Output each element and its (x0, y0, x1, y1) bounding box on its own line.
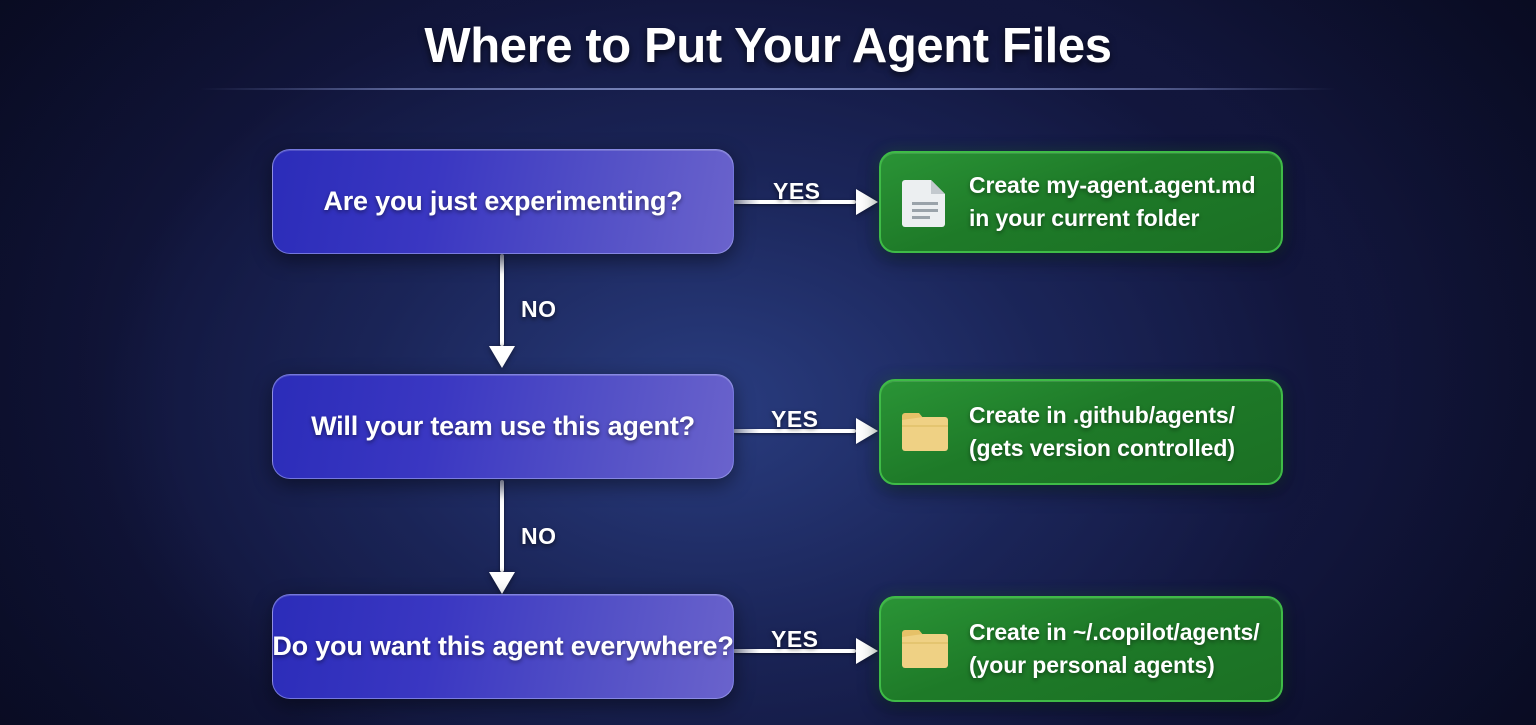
edge-label-yes-2: YES (771, 406, 819, 432)
edge-label-no-2: NO (521, 523, 557, 549)
folder-icon (899, 406, 951, 458)
outcome-text-github-agents: Create in .github/agents/ (gets version … (969, 399, 1235, 466)
arrow-shaft (500, 480, 504, 572)
arrow-shaft (733, 200, 856, 204)
outcome-node-github-agents[interactable]: Create in .github/agents/ (gets version … (879, 379, 1283, 485)
arrow-yes-2 (733, 418, 878, 444)
decision-node-team[interactable]: Will your team use this agent? (272, 374, 734, 479)
decision-label-experimenting: Are you just experimenting? (323, 186, 683, 216)
arrow-shaft (500, 254, 504, 346)
edge-label-no-1: NO (521, 296, 557, 322)
decision-label-everywhere: Do you want this agent everywhere? (272, 631, 734, 661)
arrow-head (489, 346, 515, 368)
outcome-text-copilot-agents: Create in ~/.copilot/agents/ (your perso… (969, 616, 1260, 683)
arrow-no-1 (489, 254, 515, 368)
arrow-yes-1 (733, 189, 878, 215)
outcome-line2: (your personal agents) (969, 652, 1215, 678)
decision-label-team: Will your team use this agent? (311, 411, 695, 441)
edge-label-yes-1: YES (773, 178, 821, 204)
arrow-head (489, 572, 515, 594)
outcome-line2: (gets version controlled) (969, 435, 1235, 461)
arrow-shaft (733, 649, 856, 653)
outcome-line2: in your current folder (969, 205, 1200, 231)
outcome-line1: Create in .github/agents/ (969, 401, 1235, 428)
title-divider (200, 88, 1336, 90)
outcome-line1: Create my-agent.agent.md (969, 171, 1256, 198)
arrow-shaft (733, 429, 856, 433)
decision-node-everywhere[interactable]: Do you want this agent everywhere? (272, 594, 734, 699)
decision-node-experimenting[interactable]: Are you just experimenting? (272, 149, 734, 254)
document-icon (899, 176, 951, 228)
arrow-head (856, 418, 878, 444)
arrow-head (856, 189, 878, 215)
folder-icon (899, 623, 951, 675)
outcome-node-copilot-agents[interactable]: Create in ~/.copilot/agents/ (your perso… (879, 596, 1283, 702)
page-title: Where to Put Your Agent Files (424, 19, 1112, 73)
outcome-line1: Create in ~/.copilot/agents/ (969, 618, 1260, 645)
arrow-yes-3 (733, 638, 878, 664)
arrow-head (856, 638, 878, 664)
outcome-text-current-folder: Create my-agent.agent.md in your current… (969, 169, 1256, 236)
arrow-no-2 (489, 480, 515, 594)
outcome-node-current-folder[interactable]: Create my-agent.agent.md in your current… (879, 151, 1283, 253)
edge-label-yes-3: YES (771, 626, 819, 652)
